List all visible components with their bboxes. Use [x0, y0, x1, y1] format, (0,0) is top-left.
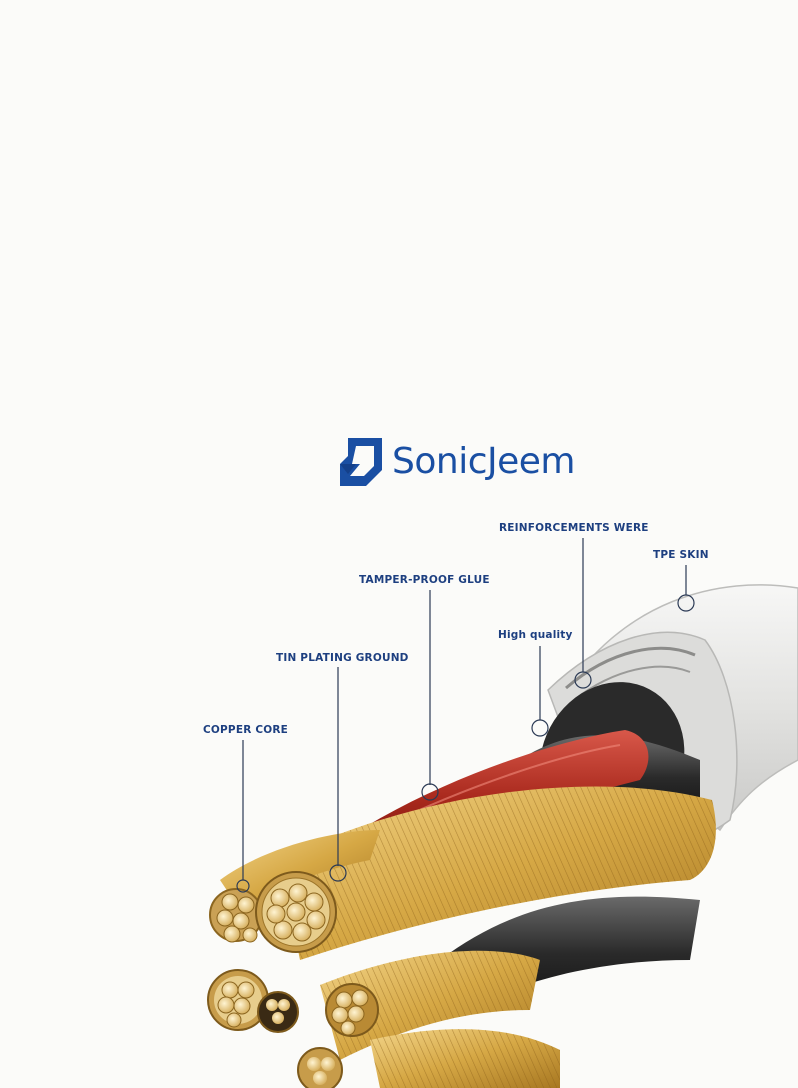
- reinforcements-leader: [574, 538, 592, 689]
- bottom-end-cap: [297, 1047, 343, 1088]
- callout-leaders: [236, 538, 695, 893]
- center-end-cap: [257, 991, 299, 1033]
- callout-copper-core: COPPER CORE: [203, 724, 289, 736]
- strand-end-caps: [207, 871, 379, 1088]
- tin-plated-end-cap: [255, 871, 337, 953]
- copper-core-end-cap: [209, 888, 263, 943]
- lower-left-end-cap: [207, 969, 269, 1031]
- tamper-proof-glue-leader: [421, 590, 439, 801]
- copper-core-leader: [236, 740, 250, 893]
- gold-strand-end-cap: [325, 983, 379, 1037]
- brand-logo: SonicJeem: [334, 432, 575, 490]
- brand-name: SonicJeem: [392, 440, 575, 482]
- sj-monogram-icon: [340, 438, 382, 486]
- copper-bundle: [220, 786, 716, 1088]
- tpe-skin-leader: [677, 565, 695, 612]
- tin-plating-ground-leader: [329, 667, 347, 882]
- callout-reinforcements-were: REINFORCEMENTS WERE: [499, 522, 649, 534]
- callout-tamper-proof-glue: TAMPER-PROOF GLUE: [359, 574, 490, 586]
- callout-tpe-skin: TPE SKIN: [653, 549, 709, 561]
- high-quality-leader: [531, 646, 549, 737]
- callout-tin-plating-ground: TIN PLATING GROUND: [276, 652, 409, 664]
- callout-high-quality: High quality: [498, 629, 573, 641]
